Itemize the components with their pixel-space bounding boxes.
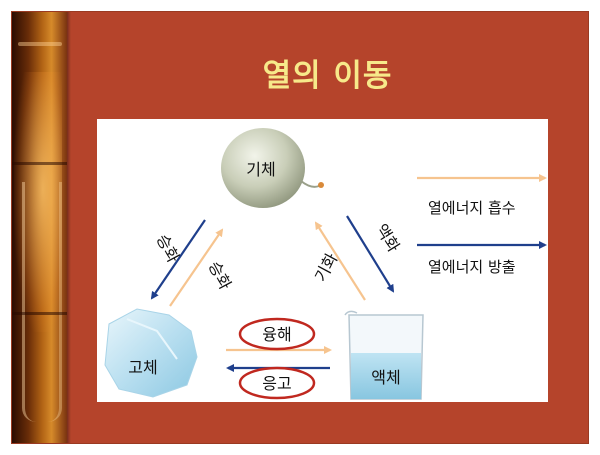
circle-melting <box>238 317 316 351</box>
gas-balloon <box>221 128 324 208</box>
solid-ice <box>104 308 198 398</box>
state-liquid: 액체 <box>371 368 400 387</box>
label-sublimation-down: 승화 <box>153 231 184 266</box>
label-sublimation-up: 승화 <box>205 258 236 293</box>
state-gas: 기체 <box>246 160 275 179</box>
label-liquefaction: 액화 <box>372 221 404 256</box>
arrow-liquefaction <box>346 215 395 293</box>
legend-absorb: 열에너지 흡수 <box>428 199 516 217</box>
label-melting: 융해 <box>262 325 291 344</box>
arrow-sublimation-up <box>169 228 224 307</box>
lab-glassware-photo <box>12 12 67 443</box>
slide-title: 열의 이동 <box>262 58 393 94</box>
phase-change-diagram: 기체 고체 액체 승화 승화 액화 기화 <box>97 119 548 402</box>
arrow-vaporization <box>314 221 366 301</box>
liquid-beaker <box>344 310 424 400</box>
divider <box>67 12 71 443</box>
label-freezing: 응고 <box>262 374 291 393</box>
arrow-sublimation-down <box>150 219 206 300</box>
state-solid: 고체 <box>128 358 157 377</box>
slide: 열의 이동 <box>12 12 588 443</box>
circle-freezing <box>238 366 316 400</box>
legend-release: 열에너지 방출 <box>428 258 516 276</box>
